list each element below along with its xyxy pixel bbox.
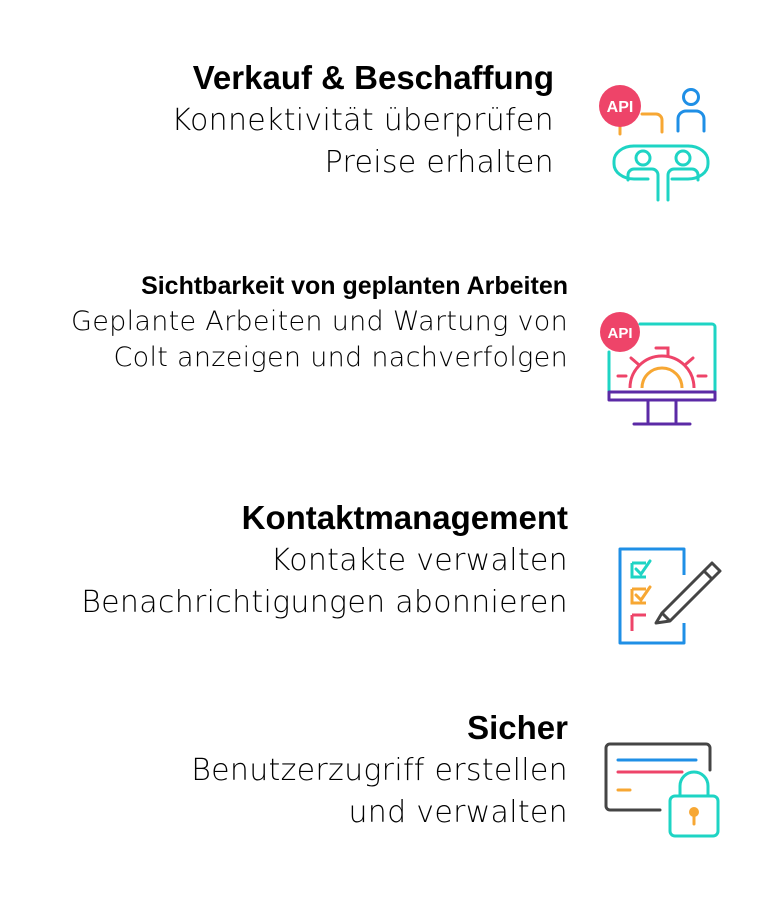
- feature-title: Verkauf & Beschaffung: [192, 59, 554, 96]
- feature-title: Sichtbarkeit von geplanten Arbeiten: [141, 272, 568, 300]
- feature-line: und verwalten: [348, 795, 568, 830]
- monitor-gear-api-icon: API: [596, 312, 721, 432]
- api-badge-label: API: [607, 325, 632, 342]
- feature-line: Konnektivität überprüfen: [171, 103, 554, 138]
- feature-title: Sicher: [467, 709, 568, 746]
- feature-line: Benachrichtigungen abonnieren: [81, 585, 568, 620]
- feature-line: Benutzerzugriff erstellen: [191, 753, 568, 788]
- feature-line: Colt anzeigen und nachverfolgen: [113, 342, 568, 373]
- feature-line: Geplante Arbeiten und Wartung von: [71, 306, 568, 337]
- team-meeting-api-icon: API: [598, 84, 728, 204]
- feature-line: Preise erhalten: [324, 145, 554, 180]
- feature-secure: Sicher Benutzerzugriff erstellen und ver…: [191, 706, 568, 834]
- checklist-pencil-icon: [612, 545, 732, 650]
- feature-planned-works: Sichtbarkeit von geplanten Arbeiten Gepl…: [71, 268, 568, 376]
- secure-card-lock-icon: [600, 740, 730, 845]
- feature-sales-procurement: Verkauf & Beschaffung Konnektivität über…: [172, 56, 555, 184]
- api-badge-label: API: [607, 99, 634, 116]
- feature-line: Kontakte verwalten: [270, 543, 568, 578]
- feature-contact-management: Kontaktmanagement Kontakte verwalten Ben…: [81, 496, 568, 624]
- feature-title: Kontaktmanagement: [241, 499, 568, 536]
